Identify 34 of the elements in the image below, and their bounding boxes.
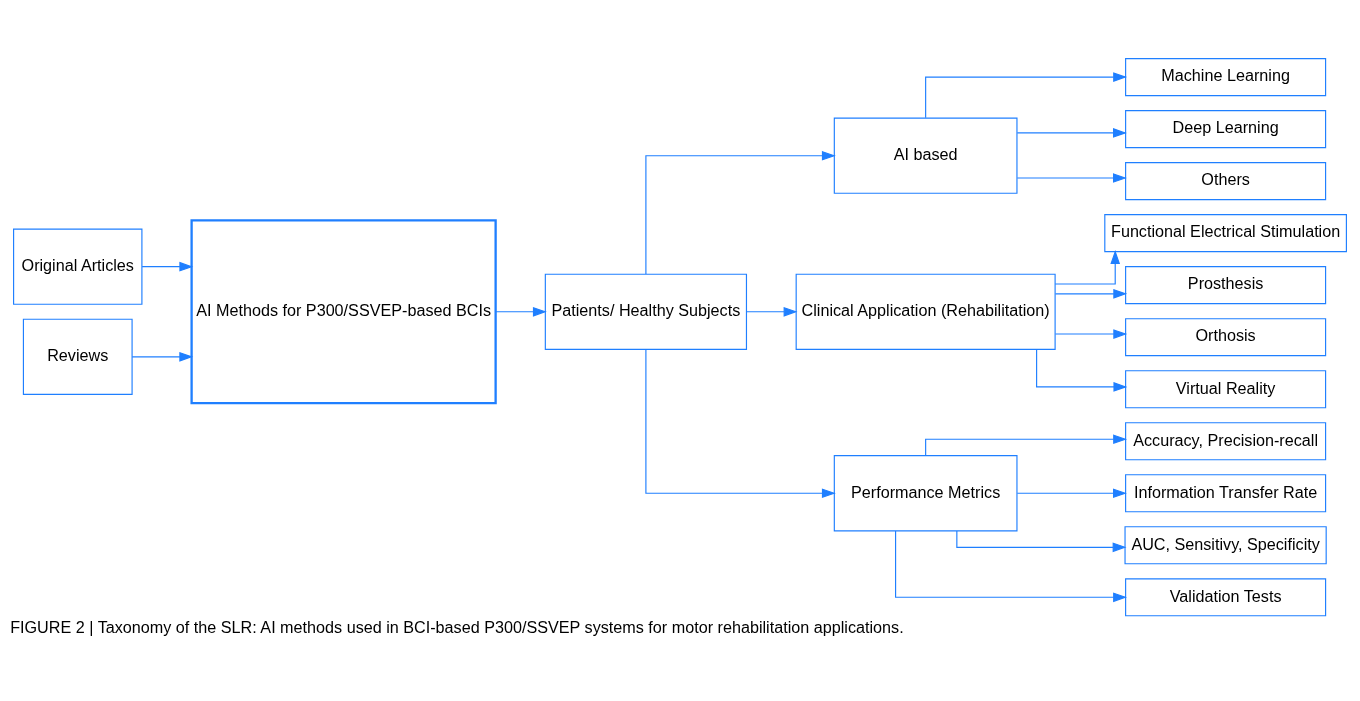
node-box: Validation Tests <box>1125 578 1327 617</box>
node-box: AI Methods for P300/SSVEP-based BCIs <box>190 219 497 405</box>
node-box: Patients/ Healthy Subjects <box>544 273 748 350</box>
arrow <box>925 72 1128 119</box>
arrow <box>1036 349 1128 392</box>
arrow <box>1054 289 1128 299</box>
arrow <box>645 150 836 275</box>
node-box: Deep Learning <box>1125 110 1327 149</box>
node-box: Performance Metrics <box>833 455 1018 532</box>
node-box: Prosthesis <box>1125 266 1327 305</box>
node-box: Information Transfer Rate <box>1125 474 1327 513</box>
arrow <box>895 530 1127 603</box>
arrow <box>1016 488 1127 499</box>
arrow <box>1054 250 1121 285</box>
node-box: Reviews <box>22 318 133 395</box>
arrow <box>131 352 194 362</box>
node-box: AI based <box>833 117 1018 194</box>
arrow <box>1054 329 1128 339</box>
node-box: Virtual Reality <box>1125 370 1327 409</box>
node-box: Clinical Application (Rehabilitation) <box>795 273 1056 350</box>
node-box: Others <box>1125 162 1327 201</box>
arrow <box>745 306 798 317</box>
arrow <box>141 261 194 272</box>
node-box: Accuracy, Precision-recall <box>1125 422 1327 461</box>
arrow <box>1016 173 1127 183</box>
node-box: Machine Learning <box>1125 58 1327 97</box>
caption: FIGURE 2 | Taxonomy of the SLR: AI methods used in BCI-based P300/SSVEP systems for motor rehabilitation applications. <box>10 618 904 637</box>
node-box: Orthosis <box>1125 318 1327 357</box>
node-box: Original Articles <box>13 228 143 305</box>
node-box: Functional Electrical Stimulation <box>1104 214 1347 253</box>
arrow <box>1016 128 1127 138</box>
node-box: AUC, Sensitivy, Specificity <box>1124 526 1327 565</box>
arrow <box>645 348 836 499</box>
arrow <box>495 306 547 317</box>
